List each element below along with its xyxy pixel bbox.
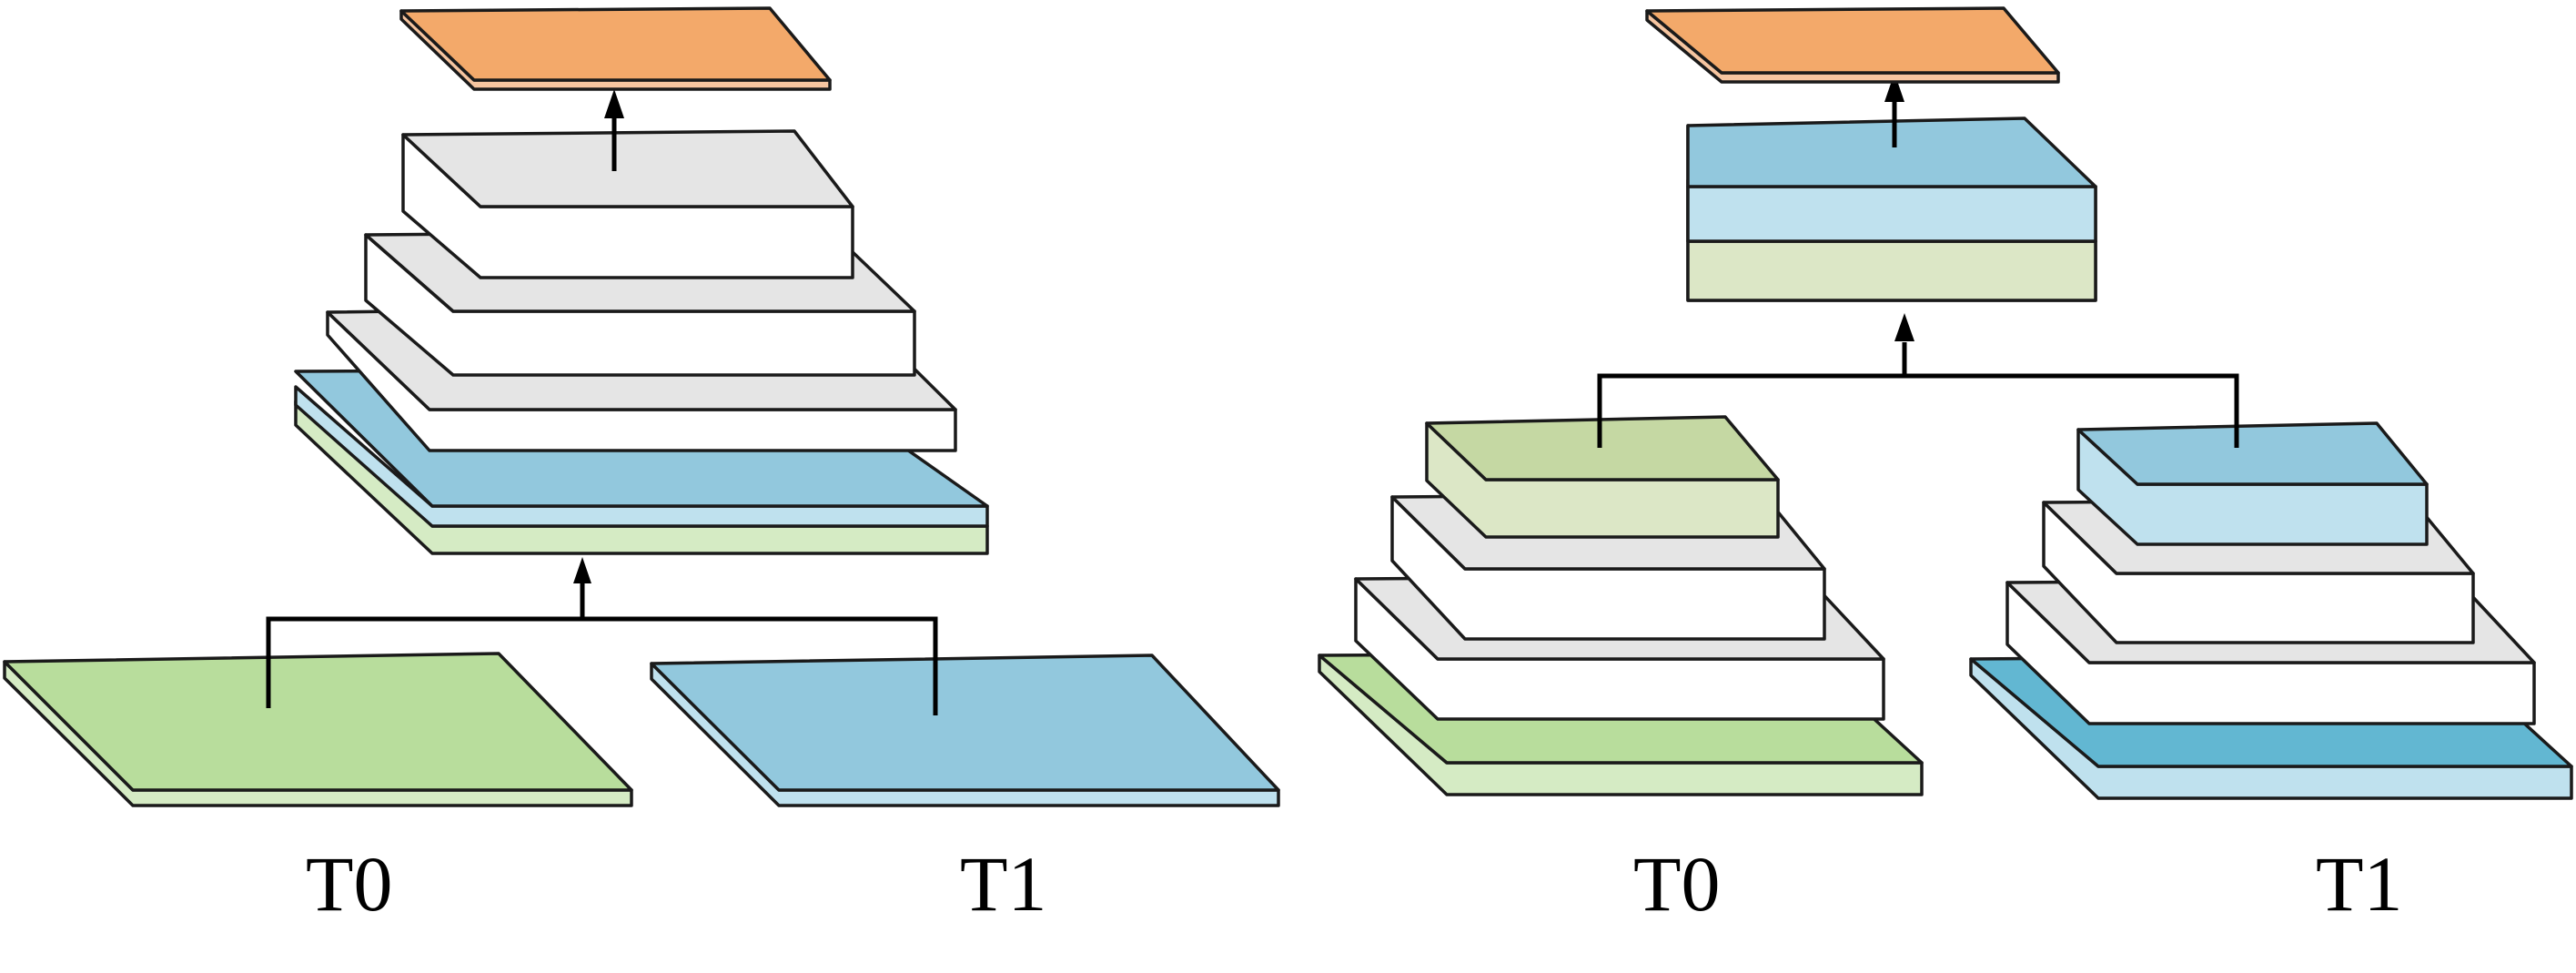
right-label-t0: T0 bbox=[1633, 840, 1721, 927]
right-fused-block bbox=[1686, 117, 2097, 302]
left-label-t0: T0 bbox=[306, 840, 393, 927]
right-merge-arrowhead bbox=[1894, 313, 1914, 341]
right-label-t1: T1 bbox=[2316, 840, 2403, 927]
left-input-plate-t1 bbox=[650, 654, 1280, 807]
right-output-plate bbox=[1645, 6, 2060, 84]
left-panel-early-fusion: T0 T1 bbox=[3, 6, 1280, 927]
left-merge-arrowhead bbox=[573, 557, 591, 583]
right-merge-connector bbox=[1597, 342, 2239, 448]
left-output-plate bbox=[399, 6, 832, 91]
left-encoder-block-3 bbox=[401, 129, 854, 279]
right-panel-late-fusion: T0 T1 bbox=[1318, 6, 2573, 927]
left-label-t1: T1 bbox=[960, 840, 1047, 927]
right-output-arrowhead bbox=[1884, 73, 1904, 102]
left-output-arrowhead bbox=[604, 89, 624, 118]
right-t0-feature-block bbox=[1425, 415, 1780, 539]
left-input-plate-t0 bbox=[3, 652, 633, 807]
left-merge-connector bbox=[266, 579, 938, 715]
right-t1-feature-block bbox=[2076, 421, 2429, 546]
